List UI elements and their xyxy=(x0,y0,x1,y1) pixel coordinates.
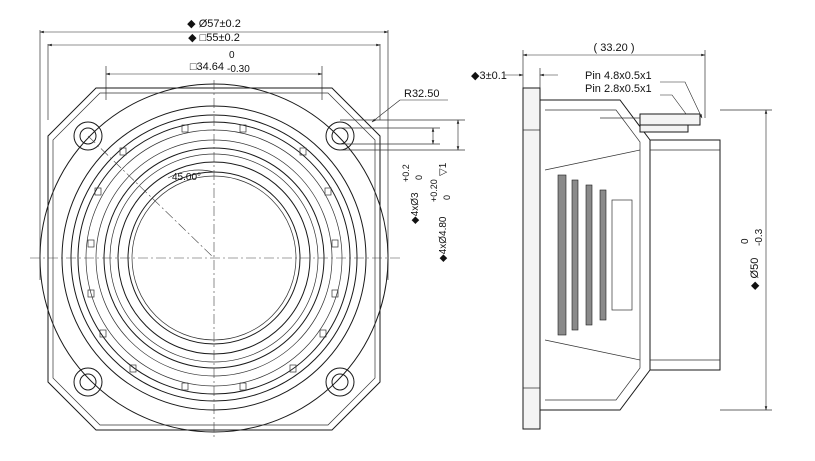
side-ribs xyxy=(544,149,641,361)
hole-dim-a-tol-upper: +0.2 xyxy=(401,164,411,182)
dim-magnet-diameter: ◆ Ø50 xyxy=(749,258,761,290)
front-view: ◆ Ø57±0.2 ◆ □55±0.2 □34.64 0 -0.30 xyxy=(30,18,465,440)
pin-small-label: Pin 2.8x0.5x1 xyxy=(585,83,652,95)
mounting-holes xyxy=(73,121,355,397)
hole-dim-a-tol-lower: 0 xyxy=(414,175,424,180)
hole-dim-a: ◆4xØ3 xyxy=(410,192,421,224)
terminal-pin-large xyxy=(639,113,701,126)
angle-label: 45.00° xyxy=(172,172,201,183)
dim-inner-square-tol-upper: 0 xyxy=(229,50,235,61)
mounting-frame xyxy=(47,87,381,431)
dim-flange: ◆3±0.1 xyxy=(471,70,507,82)
hole-dim-b-depth: ▽1 xyxy=(438,162,449,176)
hole-dim-b-tol-lower: 0 xyxy=(442,195,452,200)
hole-dim-b-tol-upper: +0.20 xyxy=(429,179,439,202)
dim-magnet-tol-lower: -0.3 xyxy=(754,228,765,246)
dim-frame-square: ◆ □55±0.2 xyxy=(188,32,240,44)
hole-dim-b: ◆4xØ4.80 xyxy=(438,216,449,262)
basket-vents xyxy=(87,124,339,391)
side-view: ( 33.20 ) ◆3±0.1 Pin 4.8x0.5x1 Pin 2.8x0… xyxy=(471,42,772,430)
dim-outer-diameter: ◆ Ø57±0.2 xyxy=(187,18,241,30)
side-flange xyxy=(522,87,541,430)
dim-inner-square-tol-lower: -0.30 xyxy=(227,64,250,75)
side-magnet xyxy=(649,139,721,371)
terminal-pin-small xyxy=(639,124,689,133)
pin-large-label: Pin 4.8x0.5x1 xyxy=(585,70,652,82)
dim-corner-radius: R32.50 xyxy=(404,88,439,100)
dim-depth: ( 33.20 ) xyxy=(594,42,635,54)
dim-inner-square-value: □34.64 xyxy=(190,61,224,73)
dim-magnet-tol-upper: 0 xyxy=(740,238,751,244)
side-basket xyxy=(540,99,651,411)
